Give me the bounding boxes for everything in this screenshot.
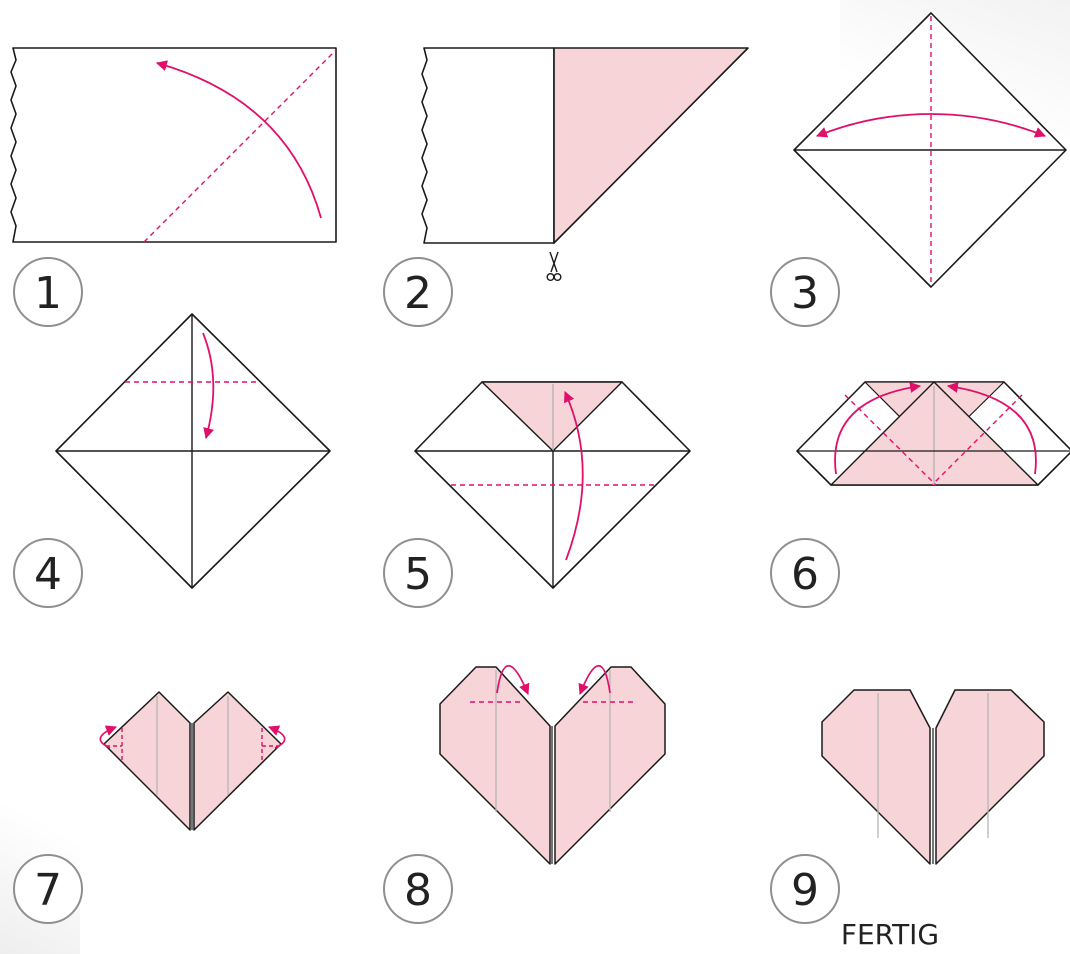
step-2-diagram: [422, 48, 748, 280]
step-3-diagram: [794, 13, 1066, 287]
step-number: 9: [791, 865, 819, 916]
heart-right-half: [936, 690, 1044, 864]
heart-left-half: [104, 692, 190, 830]
step-1-diagram: [11, 48, 336, 242]
step-badge-1: 1: [14, 258, 82, 326]
step-number: 3: [791, 268, 819, 319]
step-number: 5: [404, 549, 432, 600]
step-badge-7: 7: [14, 855, 82, 923]
step-6-diagram: [797, 382, 1070, 485]
heart-left-half: [440, 667, 550, 864]
step-badge-8: 8: [384, 855, 452, 923]
step-badge-9: 9: [771, 855, 839, 923]
step-number: 6: [791, 549, 819, 600]
final-step-label: FERTIG: [841, 918, 939, 951]
step-4-diagram: [56, 314, 330, 588]
heart-left-half: [822, 690, 930, 864]
step-5-diagram: [415, 382, 690, 588]
step-8-diagram: [440, 666, 665, 864]
step-number: 2: [404, 268, 432, 319]
step-badge-3: 3: [771, 258, 839, 326]
step-number: 7: [34, 865, 62, 916]
paper-rectangle: [422, 48, 554, 243]
step-number: 4: [34, 549, 62, 600]
step-badge-2: 2: [384, 258, 452, 326]
heart-right-half: [194, 692, 281, 830]
step-number: 8: [404, 865, 432, 916]
paper-rectangle: [11, 48, 336, 242]
scissors-icon: [547, 252, 561, 280]
step-7-diagram: [100, 692, 284, 830]
step-badge-5: 5: [384, 539, 452, 607]
step-badge-6: 6: [771, 539, 839, 607]
step-9-diagram: [822, 690, 1044, 864]
step-badge-4: 4: [14, 539, 82, 607]
folded-triangle: [554, 48, 748, 243]
step-number: 1: [34, 268, 62, 319]
